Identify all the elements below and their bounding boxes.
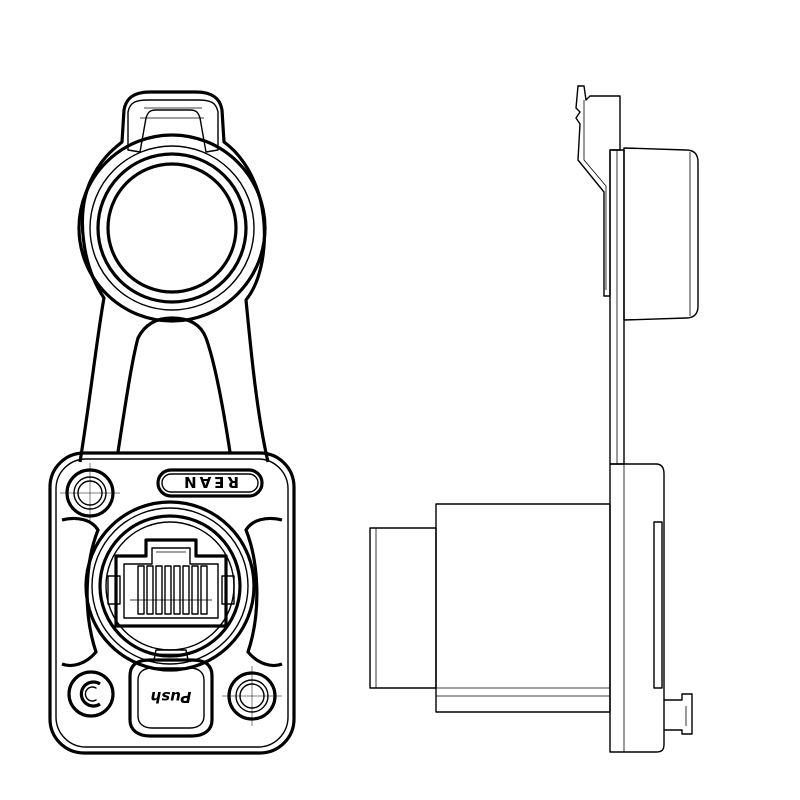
cap-ring-3 [96, 152, 248, 304]
side-lanyard-inner [583, 100, 607, 290]
side-front-barrel [369, 527, 437, 689]
mount-hole-top-left [60, 463, 120, 523]
push-latch: Push [128, 649, 214, 738]
receptacle-ring-3 [98, 514, 242, 658]
brand-badge: REAN [156, 468, 264, 498]
flange-inner [55, 458, 289, 748]
rj45-jack [107, 538, 235, 628]
side-housing [435, 503, 611, 713]
flange-bracket-right [244, 516, 283, 668]
side-flange [609, 463, 665, 753]
cap-ring-outer [77, 133, 267, 323]
rj45-contacts [137, 565, 208, 615]
cap-ring-2 [89, 145, 255, 311]
brand-label: REAN [181, 473, 239, 491]
lanyard-tongue [116, 316, 232, 453]
release-label: Push [151, 688, 192, 706]
receptacle-ring-2 [91, 507, 249, 665]
front-view: REAN [48, 90, 296, 755]
receptacle-ring-outer [84, 500, 256, 672]
side-flange-gasket [653, 521, 663, 689]
mount-hole-bottom-right [222, 666, 282, 726]
side-lanyard-bend [575, 85, 605, 297]
side-cap-body [623, 147, 699, 321]
cap-ring-inner [106, 162, 238, 294]
lanyard-outline [78, 90, 270, 463]
lanyard-slot-inner [140, 107, 204, 119]
mount-hole-bottom-left [67, 670, 115, 718]
side-rear-tab [663, 693, 693, 735]
flange-outline [48, 451, 296, 755]
side-view [369, 85, 699, 753]
